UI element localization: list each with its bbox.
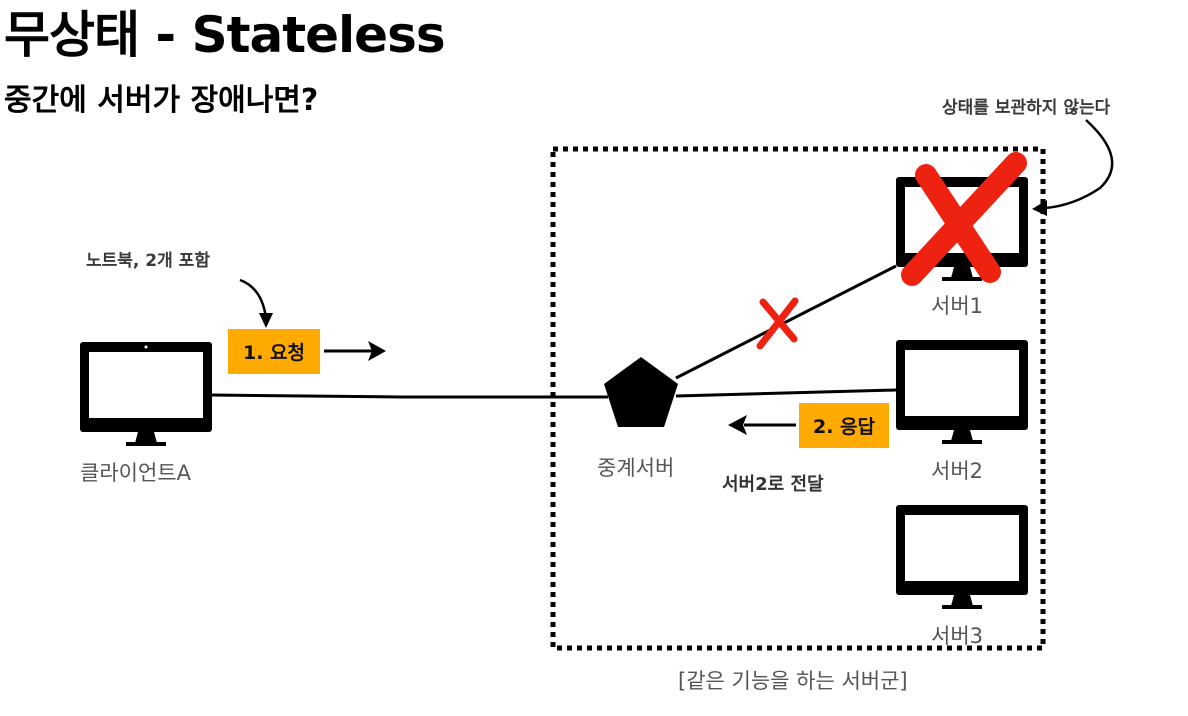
stateless-note-pointer-icon	[1032, 119, 1114, 216]
page-subtitle: 중간에 서버가 장애나면?	[4, 83, 319, 118]
server1-label: 서버1	[931, 294, 984, 318]
request-arrow-icon	[324, 341, 386, 361]
server-group-boundary	[550, 146, 1046, 651]
page-title: 무상태 - Stateless	[4, 6, 446, 64]
proxy-server1-line	[675, 264, 897, 380]
server3-label: 서버3	[931, 624, 984, 648]
request-tag: 1. 요청	[228, 329, 320, 374]
failed-link-cross-icon	[756, 297, 799, 350]
forward-note: 서버2로 전달	[722, 474, 824, 495]
response-tag: 2. 응답	[799, 403, 889, 448]
proxy-label: 중계서버	[597, 456, 675, 480]
stateless-note: 상태를 보관하지 않는다	[942, 98, 1111, 118]
server2-label: 서버2	[931, 459, 984, 483]
laptop-note: 노트북, 2개 포함	[86, 251, 210, 271]
laptop-note-pointer-icon	[239, 278, 273, 328]
proxy-server2-line	[675, 388, 897, 398]
client-label: 클라이언트A	[80, 461, 191, 485]
server3-monitor-icon	[896, 505, 1028, 609]
client-proxy-line	[211, 393, 608, 399]
response-arrow-icon	[728, 415, 796, 435]
server2-monitor-icon	[896, 340, 1028, 444]
proxy-server-icon	[604, 357, 678, 427]
client-monitor-icon	[80, 342, 212, 446]
server-group-label: [같은 기능을 하는 서버군]	[678, 669, 908, 693]
server-down-cross-icon	[901, 152, 1027, 286]
